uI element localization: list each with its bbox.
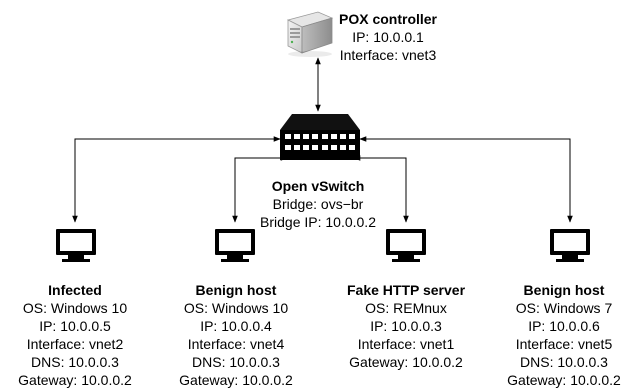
host-interface: Interface: vnet5 — [515, 336, 613, 352]
host-interface: Interface: vnet2 — [26, 336, 124, 352]
controller-name: POX controller — [338, 11, 438, 27]
host-infected: Infected OS: Windows 10 IP: 10.0.0.5 Int… — [0, 281, 154, 389]
host-name: Benign host — [195, 282, 277, 298]
host-gateway: Gateway: 10.0.0.2 — [349, 354, 463, 370]
switch-label: Open vSwitch Bridge: ovs−br Bridge IP: 1… — [238, 177, 398, 231]
switch-bridge: Bridge: ovs−br — [272, 196, 364, 212]
host-dns: DNS: 10.0.0.3 — [31, 354, 119, 370]
host-name: Fake HTTP server — [346, 282, 466, 298]
host-os: OS: Windows 10 — [22, 300, 128, 316]
computer-monitor-icon — [56, 229, 96, 262]
computer-monitor-icon — [215, 229, 255, 262]
host-name: Infected — [48, 282, 102, 298]
host-os: OS: REMnux — [365, 300, 447, 316]
controller-interface: Interface: vnet3 — [339, 47, 437, 63]
host-ip: IP: 10.0.0.5 — [39, 318, 111, 334]
host-ip: IP: 10.0.0.3 — [370, 318, 442, 334]
controller-ip: IP: 10.0.0.1 — [352, 29, 424, 45]
host-dns: DNS: 10.0.0.3 — [520, 354, 608, 370]
computer-monitor-icon — [550, 229, 590, 262]
host-dns: DNS: 10.0.0.3 — [192, 354, 280, 370]
host-gateway: Gateway: 10.0.0.2 — [507, 372, 621, 388]
host-interface: Interface: vnet1 — [357, 336, 455, 352]
controller-label: POX controller IP: 10.0.0.1 Interface: v… — [338, 10, 438, 64]
host-gateway: Gateway: 10.0.0.2 — [179, 372, 293, 388]
switch-benign-host-1-link — [232, 155, 288, 223]
computer-monitor-icon — [386, 229, 426, 262]
switch-bridge-ip: Bridge IP: 10.0.0.2 — [260, 214, 376, 230]
host-fake-http-server: Fake HTTP server OS: REMnux IP: 10.0.0.3… — [326, 281, 486, 371]
switch-infected-link — [72, 136, 281, 223]
host-benign-1: Benign host OS: Windows 10 IP: 10.0.0.4 … — [157, 281, 315, 389]
switch-name: Open vSwitch — [271, 178, 365, 194]
host-gateway: Gateway: 10.0.0.2 — [18, 372, 132, 388]
host-interface: Interface: vnet4 — [187, 336, 285, 352]
network-switch-icon — [280, 114, 360, 160]
host-os: OS: Windows 10 — [183, 300, 289, 316]
host-ip: IP: 10.0.0.6 — [528, 318, 600, 334]
server-icon — [286, 11, 334, 57]
host-name: Benign host — [523, 282, 605, 298]
host-benign-2: Benign host OS: Windows 7 IP: 10.0.0.6 I… — [492, 281, 636, 389]
host-ip: IP: 10.0.0.4 — [200, 318, 272, 334]
host-os: OS: Windows 7 — [515, 300, 613, 316]
switch-benign-host-2-link — [359, 136, 573, 223]
